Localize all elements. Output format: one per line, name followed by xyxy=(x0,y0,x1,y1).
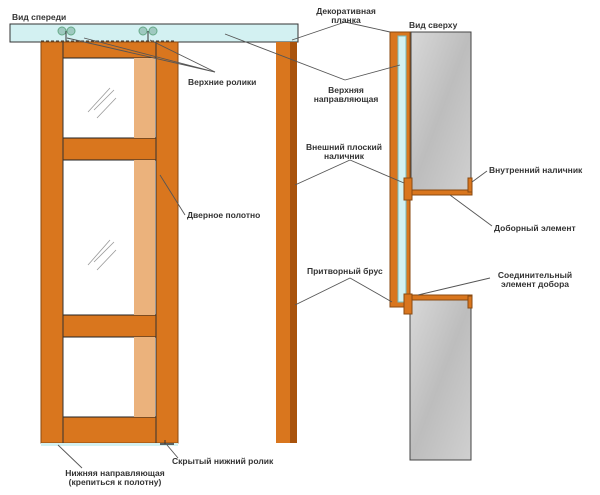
top-view xyxy=(389,31,473,461)
decor-strip-label: Декоративная xyxy=(316,6,376,16)
inner-casing-label: Внутренний наличник xyxy=(489,165,583,175)
door-leaf xyxy=(40,41,179,444)
upper-guide-label-2: направляющая xyxy=(314,94,379,104)
outer-casing-label-2: наличник xyxy=(324,151,365,161)
leader-lines xyxy=(57,21,493,469)
top-view-label: Вид сверху xyxy=(409,20,458,30)
upper-roller-icon xyxy=(138,26,158,42)
upper-rollers-label: Верхние ролики xyxy=(188,77,256,87)
wall-upper xyxy=(410,31,472,193)
front-view xyxy=(9,23,299,446)
decor-strip-label-2: планка xyxy=(331,15,361,25)
connector-element xyxy=(409,294,473,301)
hidden-lower-roller-label: Скрытый нижний ролик xyxy=(172,456,274,466)
upper-roller-icon xyxy=(57,26,76,42)
lower-guide xyxy=(41,443,178,446)
front-view-label: Вид спереди xyxy=(12,12,66,22)
wall-lower xyxy=(409,299,472,461)
stop-bar-label: Притворный брус xyxy=(307,266,383,276)
lower-guide-label: Нижняя направляющая xyxy=(65,468,164,478)
lower-roller-icon xyxy=(160,440,174,445)
lower-guide-label-2: (крепиться к полотну) xyxy=(69,477,162,487)
door-leaf-label: Дверное полотно xyxy=(187,210,260,220)
connector-label: Соединительный xyxy=(498,270,572,280)
extension-element xyxy=(409,189,473,196)
upper-guide-label: Верхняя xyxy=(328,85,364,95)
outer-casing-label: Внешний плоский xyxy=(306,142,382,152)
stop-bar-post xyxy=(276,42,297,443)
connector-label-2: элемент добора xyxy=(501,279,569,289)
extension-element-label: Доборный элемент xyxy=(494,223,576,233)
